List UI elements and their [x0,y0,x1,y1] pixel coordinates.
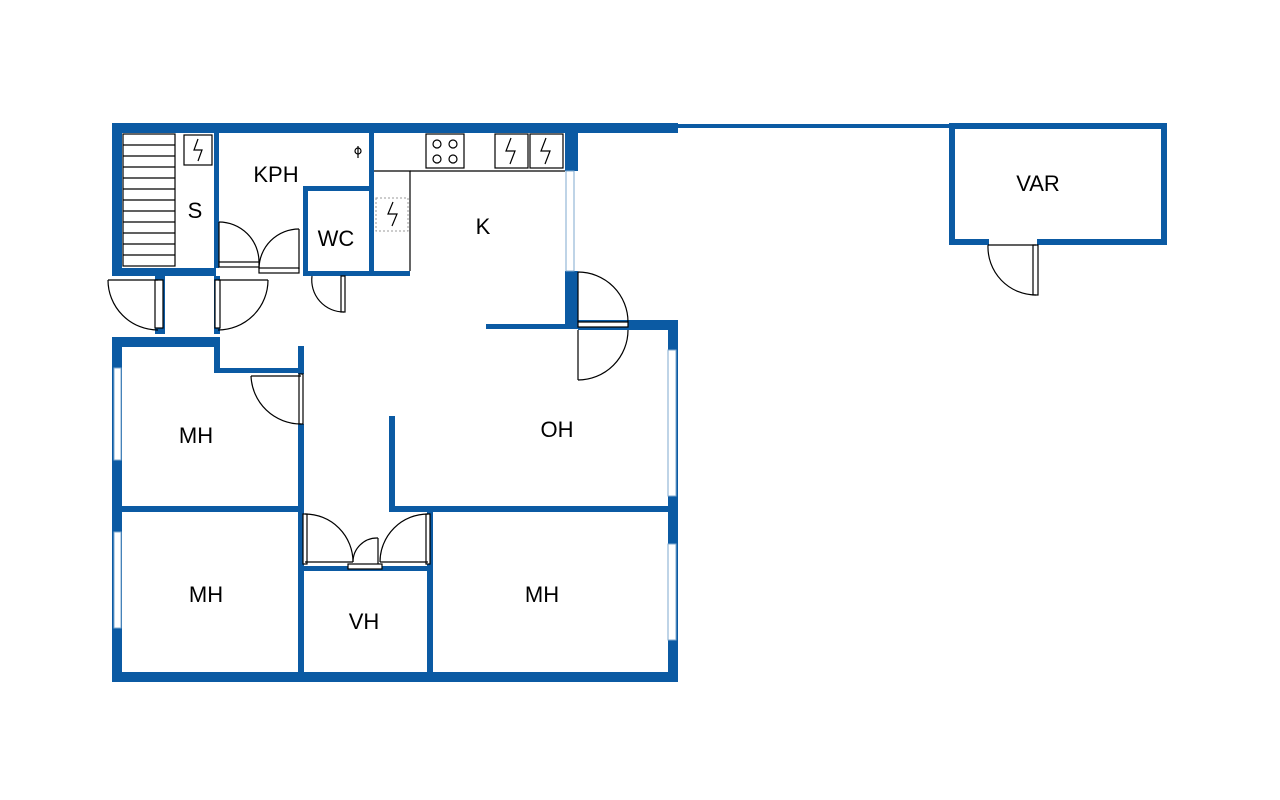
kitchen-counter [374,170,565,271]
room-label-sauna: S [188,198,203,223]
window-bedroom-3 [667,543,677,641]
room-label-living-room: OH [541,417,574,442]
stove-icon [425,133,465,169]
window-living-room [667,349,677,497]
window-bedroom-2 [113,531,122,629]
floor-drain-icon [354,146,362,158]
door-balcony[interactable] [577,271,629,381]
door-bedroom-2[interactable] [302,513,354,565]
electric-appliance-icon [529,133,564,169]
door-bathroom[interactable] [258,228,300,274]
room-label-bedroom-2: MH [189,582,223,607]
sauna-bench [122,133,176,267]
room-label-storage: VAR [1016,171,1060,196]
door-closet[interactable] [347,537,383,570]
electric-appliance-icon [183,134,213,166]
window-bedroom-1 [113,367,122,461]
door-sauna[interactable] [218,221,260,268]
room-label-kitchen: K [476,214,491,239]
door-bedroom-3[interactable] [379,513,431,565]
room-label-walk-in-closet: VH [349,609,380,634]
door-entrance-right[interactable] [214,279,269,331]
door-toilet[interactable] [311,275,346,313]
door-entrance-left[interactable] [107,279,164,331]
electric-appliance-icon [375,197,409,232]
door-bedroom-1[interactable] [250,373,304,425]
door-storage[interactable] [987,244,1039,296]
room-label-bathroom: KPH [253,162,298,187]
room-label-bedroom-3: MH [525,582,559,607]
window-kitchen [565,170,575,272]
room-label-bedroom-1: MH [179,423,213,448]
windows [113,170,677,641]
electric-appliance-icon [494,133,529,169]
room-label-toilet: WC [318,226,355,251]
walls [112,123,1167,682]
